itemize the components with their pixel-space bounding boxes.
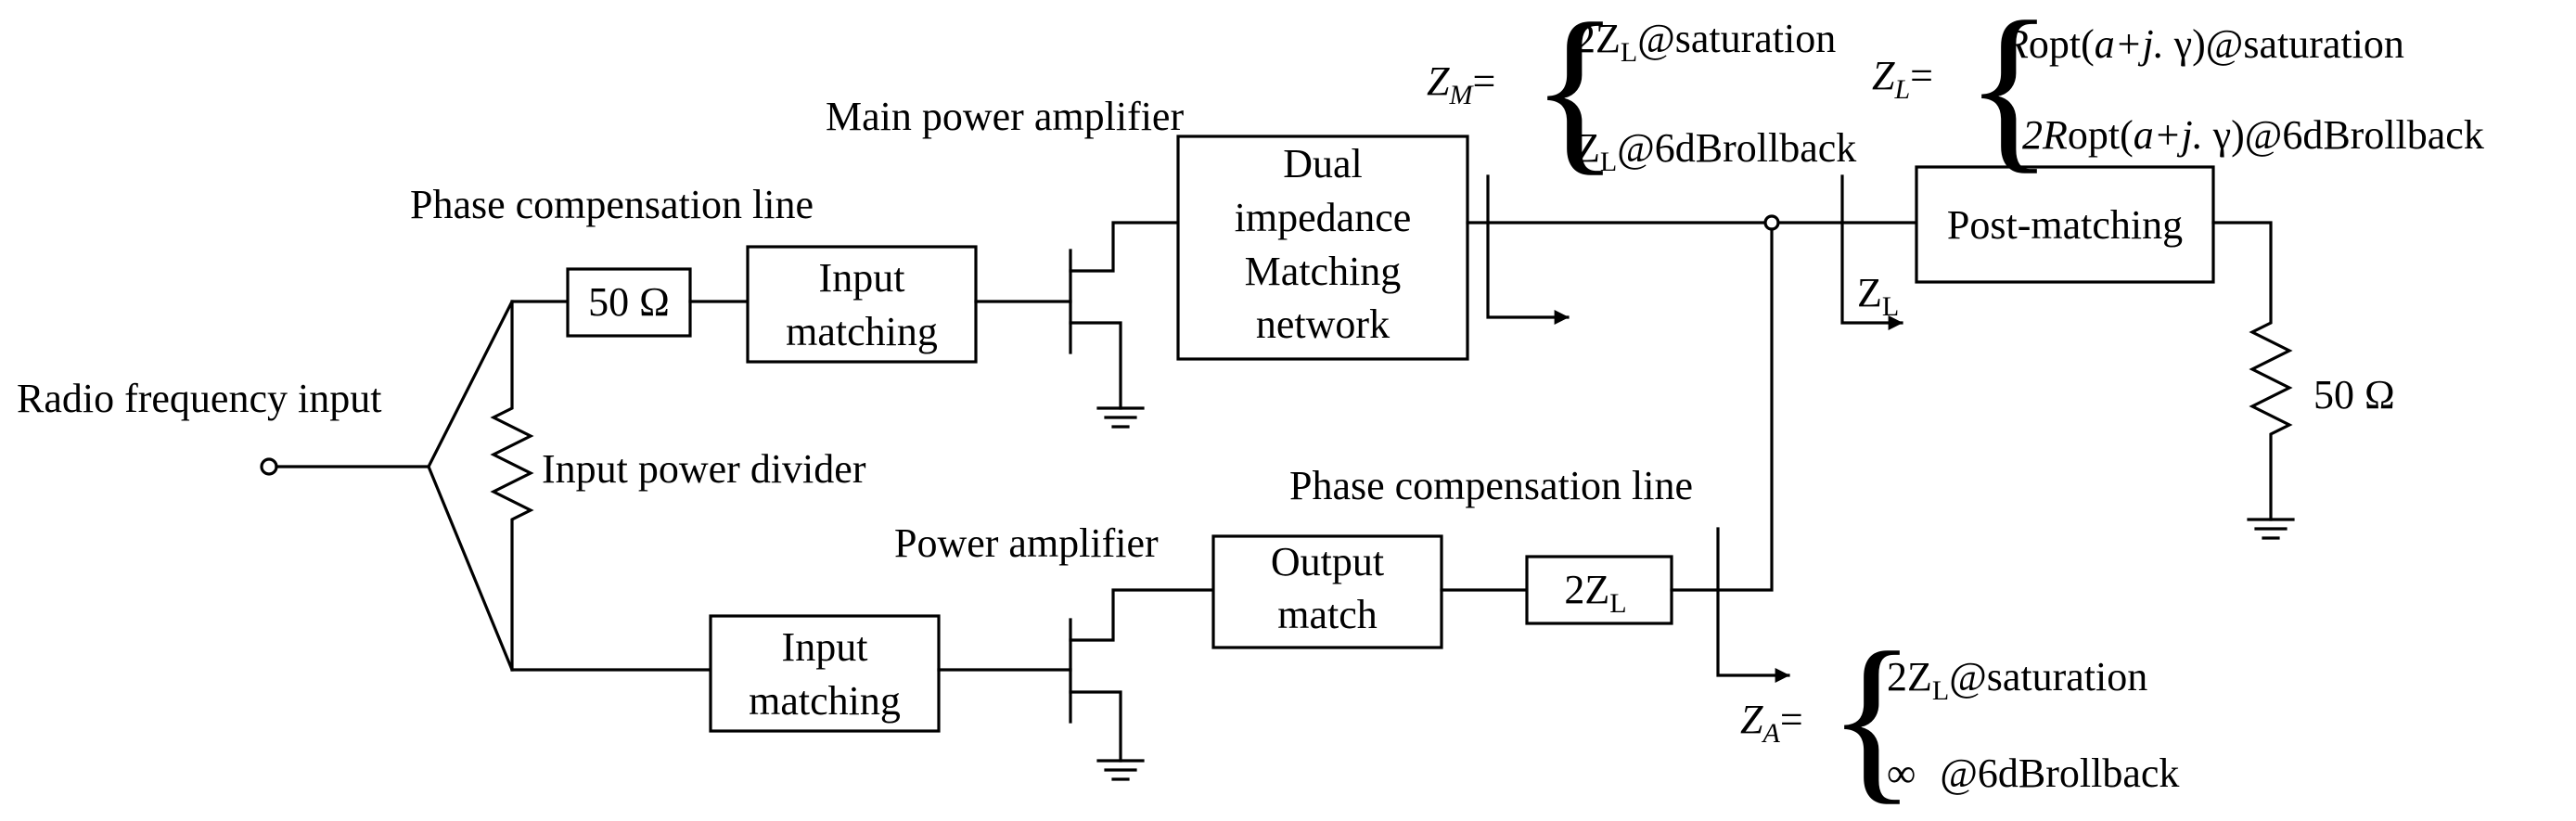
phase-50-label: 50 Ω [588,279,670,325]
phase-line-top-label: Phase compensation line [410,182,814,227]
zl-lhs: ZL= [1872,53,1933,105]
zm-lhs: ZM= [1427,58,1495,110]
za-brace-icon: { [1827,615,1916,820]
zm-case1: 2ZL@saturation [1575,16,1836,68]
post-matching-block [1915,165,2215,284]
rf-input-port [260,457,278,476]
rf-input-section [260,300,712,672]
main-pa-label: Main power amplifier [826,94,1184,139]
input-matching-bottom-block [709,614,941,733]
phase-50-block [566,267,692,338]
divider-resistor [490,300,534,672]
main-transistor [1069,221,1180,429]
load-value-label: 50 Ω [2313,372,2395,417]
za-case1: 2ZL@saturation [1887,654,2147,706]
input-matching-top-line1: Input [819,255,905,301]
dual-impedance-line4: network [1256,301,1390,347]
dual-impedance-line1: Dual [1283,141,1363,186]
zl-brace-icon: { [1965,0,2054,189]
input-matching-bottom-line2: matching [749,678,901,724]
load-resistor [2211,221,2295,540]
zm-brace-icon: { [1531,0,1620,191]
aux-pa-label: Power amplifier [894,520,1159,566]
peaking-transistor [1069,588,1215,781]
post-matching-label: Post-matching [1947,202,2183,248]
combining-node [1763,214,1780,231]
dual-impedance-block [1176,135,1469,361]
input-divider-label: Input power divider [542,446,866,492]
input-matching-top-line2: matching [786,309,938,354]
zl-equation: ZL= { Ropt(a+j. γ)@saturation 2Ropt(a+j.… [1872,0,2484,189]
zm-equation: ZM= { 2ZL@saturation ZL@6dBrollback [1427,0,1856,191]
input-matching-bottom-line1: Input [782,624,868,670]
za-case2: ∞@6dBrollback [1887,750,2179,796]
zm-case2: ZL@6dBrollback [1575,125,1856,177]
line-2zl-block [1525,555,1673,625]
output-match-line1: Output [1271,539,1384,584]
dual-impedance-line3: Matching [1245,249,1402,294]
output-match-line2: match [1277,592,1378,637]
za-equation: ZA= { 2ZL@saturation ∞@6dBrollback [1740,615,2179,820]
dual-impedance-line2: impedance [1235,195,1412,240]
phase-line-bottom-label: Phase compensation line [1289,463,1693,508]
za-lhs: ZA= [1740,697,1803,749]
zl-case2: 2Ropt(a+j. γ)@6dBrollback [2022,112,2484,158]
input-matching-top-block [746,245,978,364]
output-match-block [1211,534,1443,649]
zl-arrow-label: ZL [1857,270,1899,322]
line-2zl-label: 2ZL [1564,567,1626,619]
zl-case1: Ropt(a+j. γ)@saturation [2003,21,2404,67]
rf-input-label: Radio frequency input [17,376,381,421]
